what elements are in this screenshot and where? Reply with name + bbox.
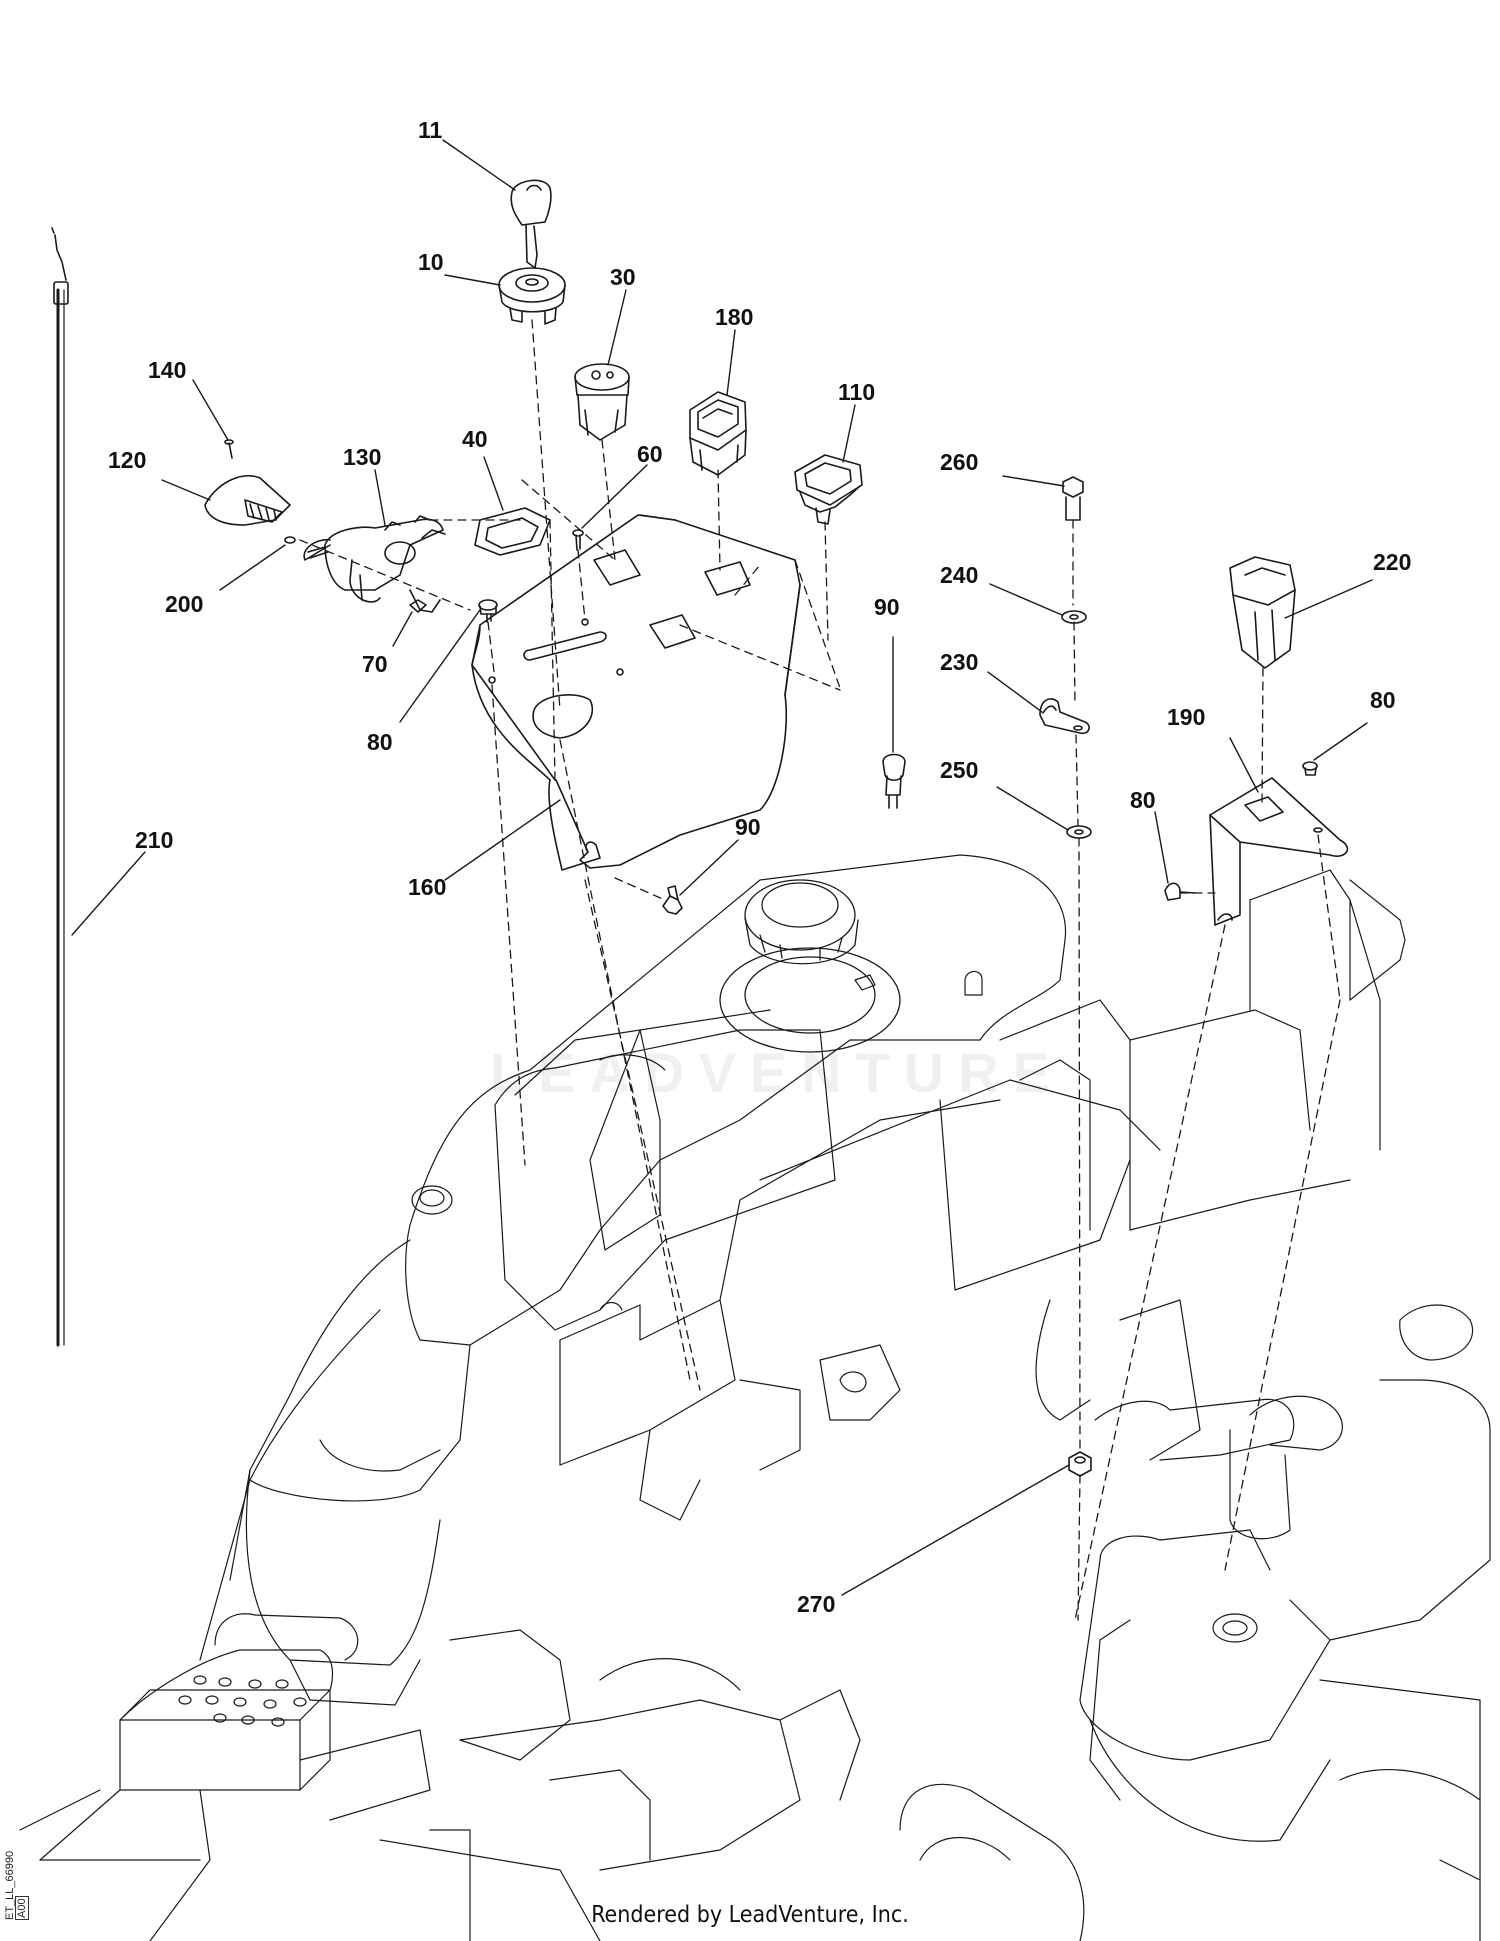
callout-120: 120 [108,447,146,473]
switch-110 [794,454,863,525]
callout-80-upper-right: 80 [1370,687,1396,713]
bolt-260 [1062,476,1084,521]
clamp-230 [1039,698,1090,735]
callout-40: 40 [462,426,488,452]
fuel-cap [719,879,901,1053]
washer-250 [1066,825,1092,839]
nut-270 [1068,1451,1092,1477]
lever-knob-120 [204,475,296,544]
drawing-revision: A00 [15,1896,29,1920]
callout-130: 130 [343,444,381,470]
washer-240 [1061,610,1087,624]
callout-60: 60 [637,441,663,467]
callout-90-right: 90 [874,594,900,620]
frame [19,869,1406,1941]
callout-30: 30 [610,264,636,290]
callout-220: 220 [1373,549,1411,575]
mower-body [199,854,1491,1941]
pto-switch-30 [574,363,630,441]
callout-11: 11 [418,117,443,143]
screw-90-lower [662,885,683,915]
callout-270: 270 [797,1591,835,1617]
light-90-right [882,753,906,809]
watermark: LEADVENTURE [490,1041,1065,1104]
screw-80-upper-right [1302,761,1318,776]
screw-140 [224,439,234,459]
callout-260: 260 [940,449,978,475]
rod-210 [51,227,69,1347]
callout-210: 210 [135,827,173,853]
callout-230: 230 [940,649,978,675]
screw-60 [572,529,584,551]
callout-80-left: 80 [367,729,393,755]
screw-80-lower-right [1164,882,1196,901]
bracket-190 [1209,777,1349,926]
assembly-lines [299,319,1341,1621]
callout-240: 240 [940,562,978,588]
rocker-switch-180 [689,391,747,476]
key-11 [510,179,552,269]
callout-140: 140 [148,357,186,383]
callout-190: 190 [1167,704,1205,730]
drawing-code: ET_LL_66990 A00 [4,1851,29,1920]
throttle-control-130 [303,515,446,613]
callout-250: 250 [940,757,978,783]
leader-lines [71,139,1373,1596]
callout-10: 10 [418,249,444,275]
ignition-switch-10 [498,267,566,325]
callout-110: 110 [838,379,875,405]
plug-40 [474,507,551,556]
callout-80-lower-right: 80 [1130,787,1156,813]
callout-70: 70 [362,651,388,677]
callout-160: 160 [408,874,446,900]
rendered-by-footer: Rendered by LeadVenture, Inc. [591,1902,909,1928]
foot-plate [119,1649,334,1727]
switch-220 [1229,556,1296,669]
callout-200: 200 [165,591,203,617]
callout-90-lower: 90 [735,814,761,840]
callout-180: 180 [715,304,753,330]
console-panel-160 [471,514,801,871]
